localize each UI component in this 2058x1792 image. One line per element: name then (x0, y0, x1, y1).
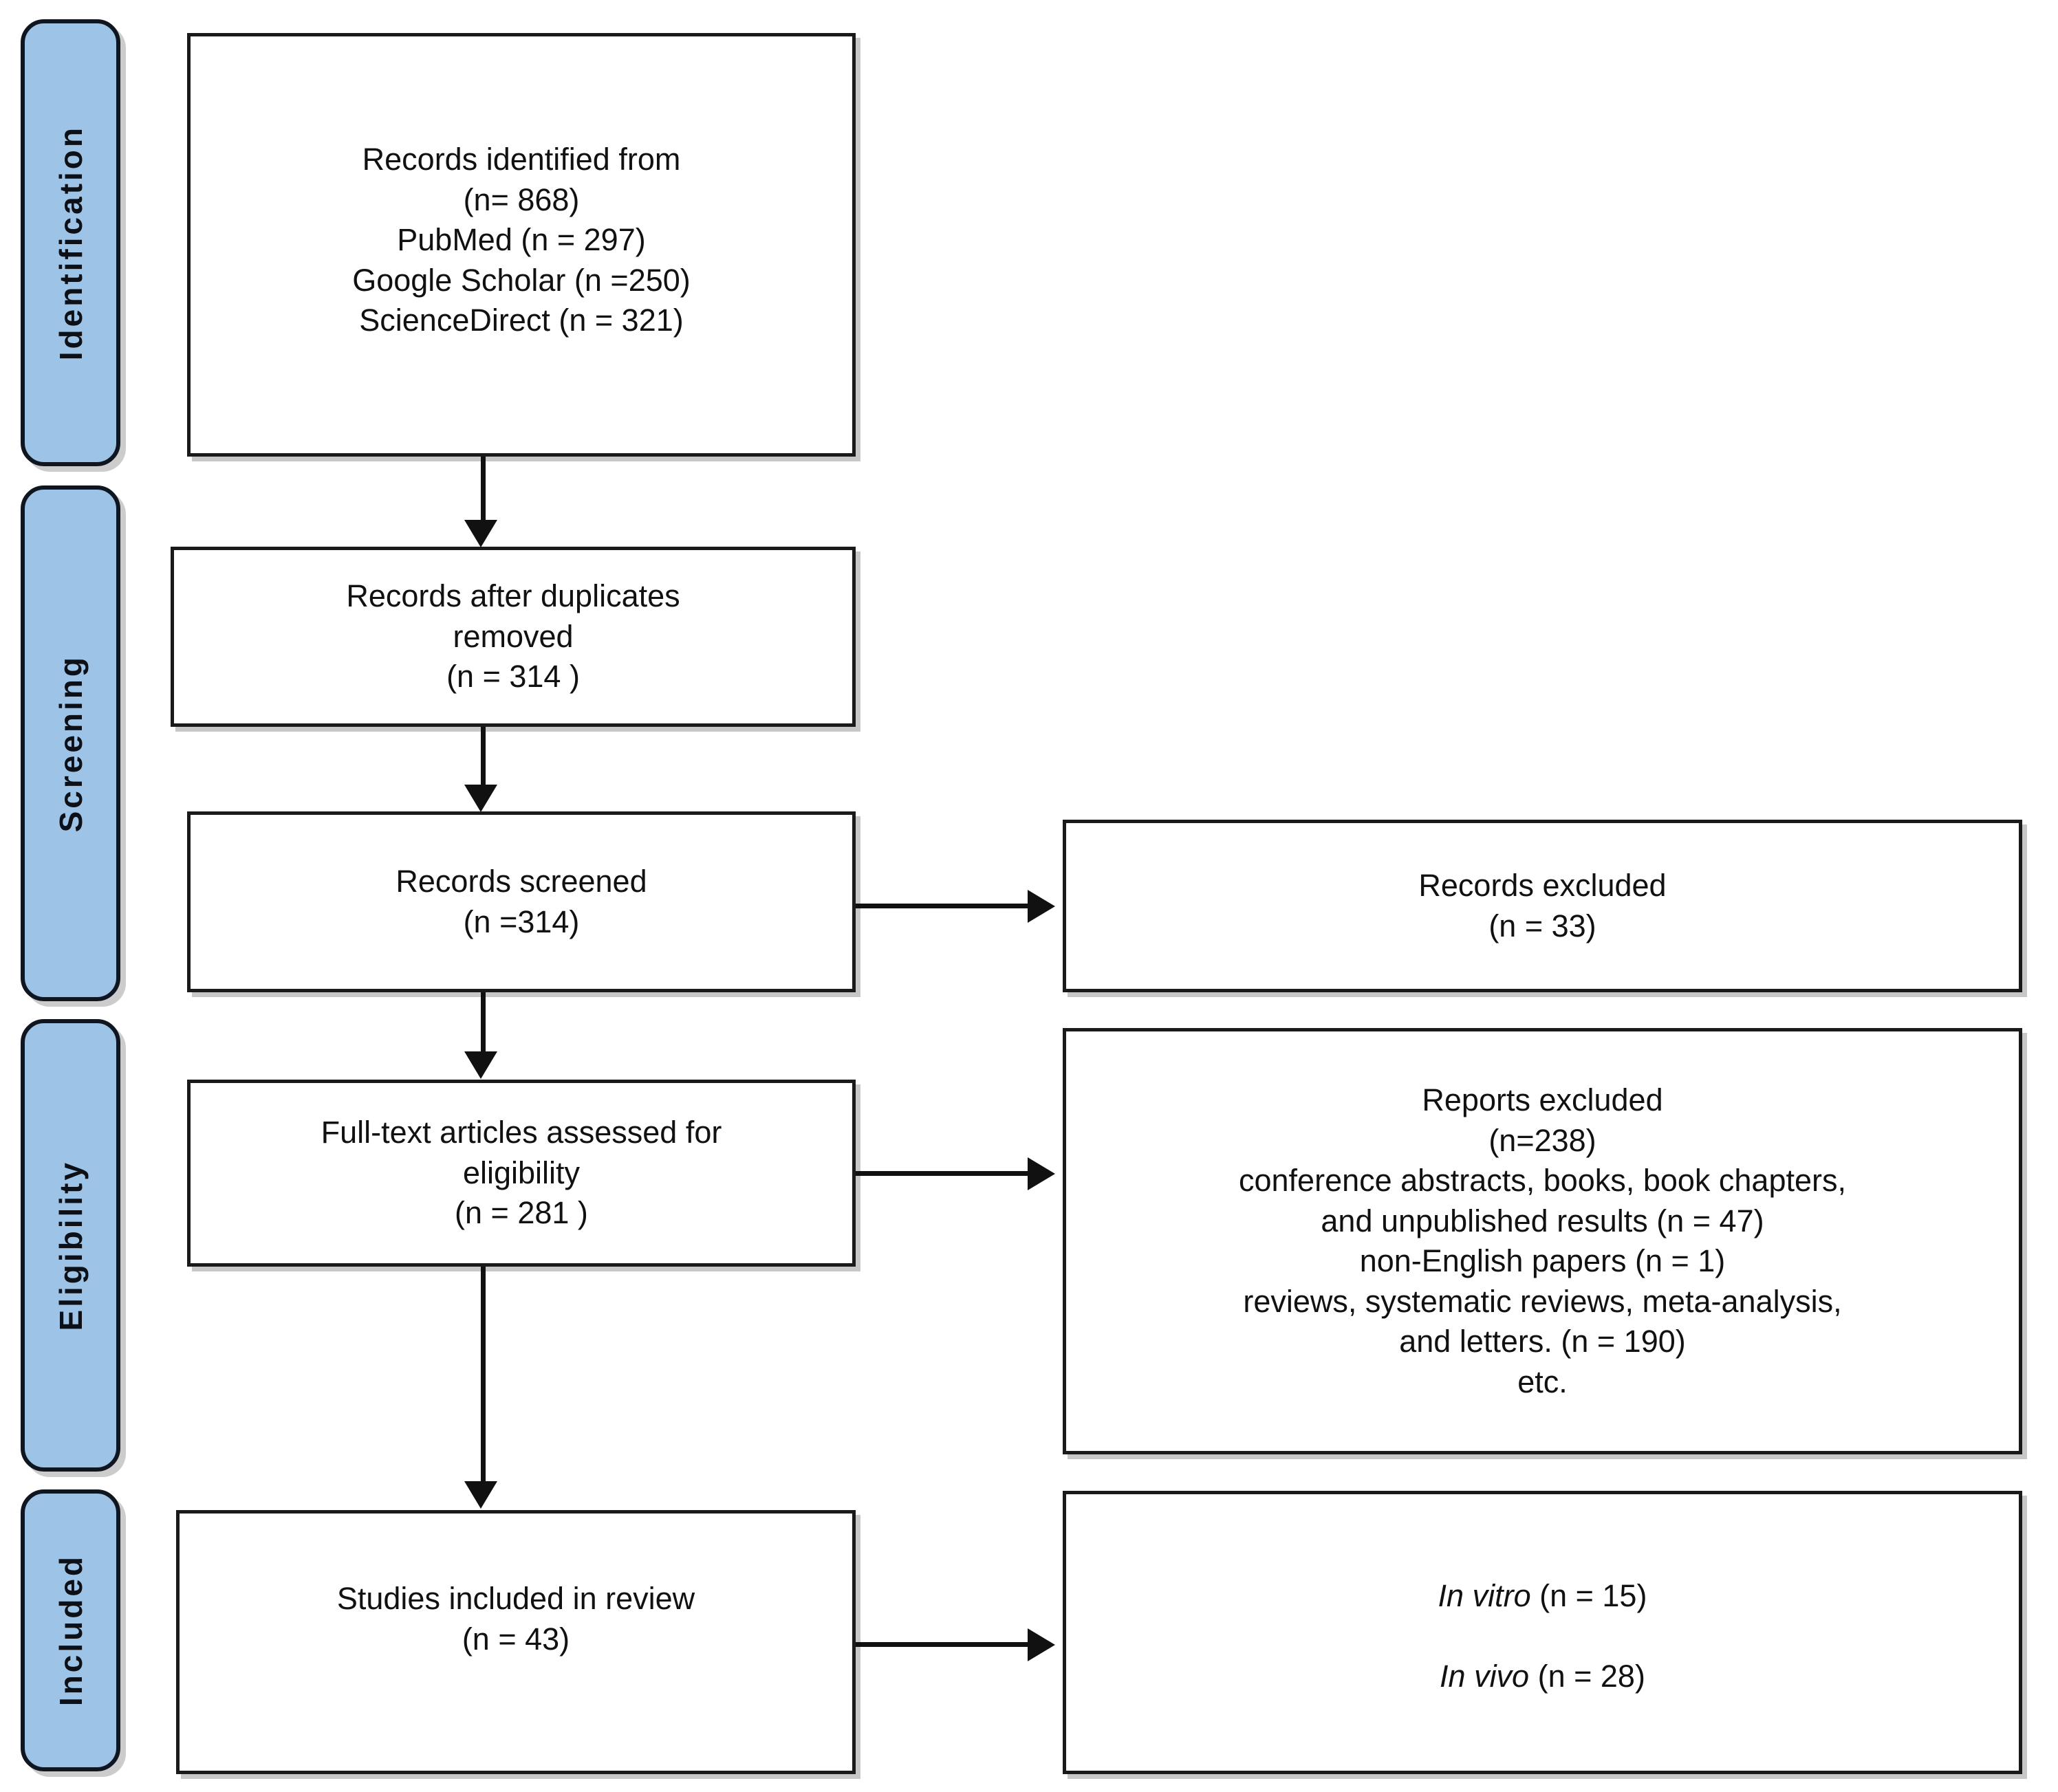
connector-included-to-types-arrow (1028, 1628, 1055, 1661)
box-reports-excluded-text: Reports excluded (n=238) conference abst… (1239, 1082, 1846, 1399)
box-records-excluded-text: Records excluded (n = 33) (1418, 868, 1667, 943)
stage-label-included: Included (52, 1554, 89, 1707)
connector-fulltext-to-included-arrow (464, 1481, 497, 1509)
stage-pill-identification: Identification (21, 19, 120, 466)
study-type-in-vivo-label: In vivo (1440, 1658, 1530, 1694)
connector-fulltext-to-reports-line (856, 1171, 1029, 1176)
connector-screened-to-excluded-line (856, 904, 1029, 908)
stage-pill-eligibility: Eligibility (21, 1019, 120, 1472)
box-records-screened-text: Records screened (n =314) (396, 864, 647, 939)
box-records-excluded: Records excluded (n = 33) (1063, 820, 2022, 992)
connector-included-to-types-line (856, 1642, 1029, 1647)
stage-label-eligibility: Eligibility (52, 1159, 89, 1331)
connector-screened-to-fulltext-arrow (464, 1051, 497, 1079)
study-type-in-vitro-count: (n = 15) (1530, 1577, 1647, 1613)
box-records-screened: Records screened (n =314) (187, 811, 856, 992)
box-duplicates-removed: Records after duplicates removed (n = 31… (171, 547, 856, 727)
connector-screened-to-excluded-arrow (1028, 890, 1055, 923)
connector-duplicates-to-screened-arrow (464, 785, 497, 812)
connector-identified-to-duplicates-line (481, 457, 486, 523)
study-type-in-vivo-count: (n = 28) (1529, 1658, 1645, 1694)
stage-pill-included: Included (21, 1489, 120, 1771)
box-records-identified: Records identified from (n= 868) PubMed … (187, 33, 856, 457)
box-fulltext-assessed-text: Full-text articles assessed for eligibil… (321, 1115, 722, 1231)
box-reports-excluded: Reports excluded (n=238) conference abst… (1063, 1028, 2022, 1454)
connector-identified-to-duplicates-arrow (464, 520, 497, 547)
stage-label-screening: Screening (52, 654, 89, 833)
study-type-in-vitro-label: In vitro (1438, 1577, 1531, 1613)
connector-screened-to-fulltext-line (481, 992, 486, 1051)
connector-duplicates-to-screened-line (481, 727, 486, 785)
connector-fulltext-to-included-line (481, 1267, 486, 1481)
box-studies-included-text: Studies included in review (n = 43) (336, 1581, 695, 1657)
stage-label-identification: Identification (52, 124, 89, 361)
box-fulltext-assessed: Full-text articles assessed for eligibil… (187, 1080, 856, 1267)
box-study-types-text: In vitro (n = 15) In vivo (n = 28) (1426, 1536, 1660, 1696)
box-study-types: In vitro (n = 15) In vivo (n = 28) (1063, 1491, 2022, 1774)
stage-pill-screening: Screening (21, 485, 120, 1001)
box-records-identified-text: Records identified from (n= 868) PubMed … (352, 142, 691, 338)
box-duplicates-removed-text: Records after duplicates removed (n = 31… (346, 578, 680, 695)
connector-fulltext-to-reports-arrow (1028, 1157, 1055, 1190)
box-studies-included: Studies included in review (n = 43) (176, 1510, 856, 1774)
